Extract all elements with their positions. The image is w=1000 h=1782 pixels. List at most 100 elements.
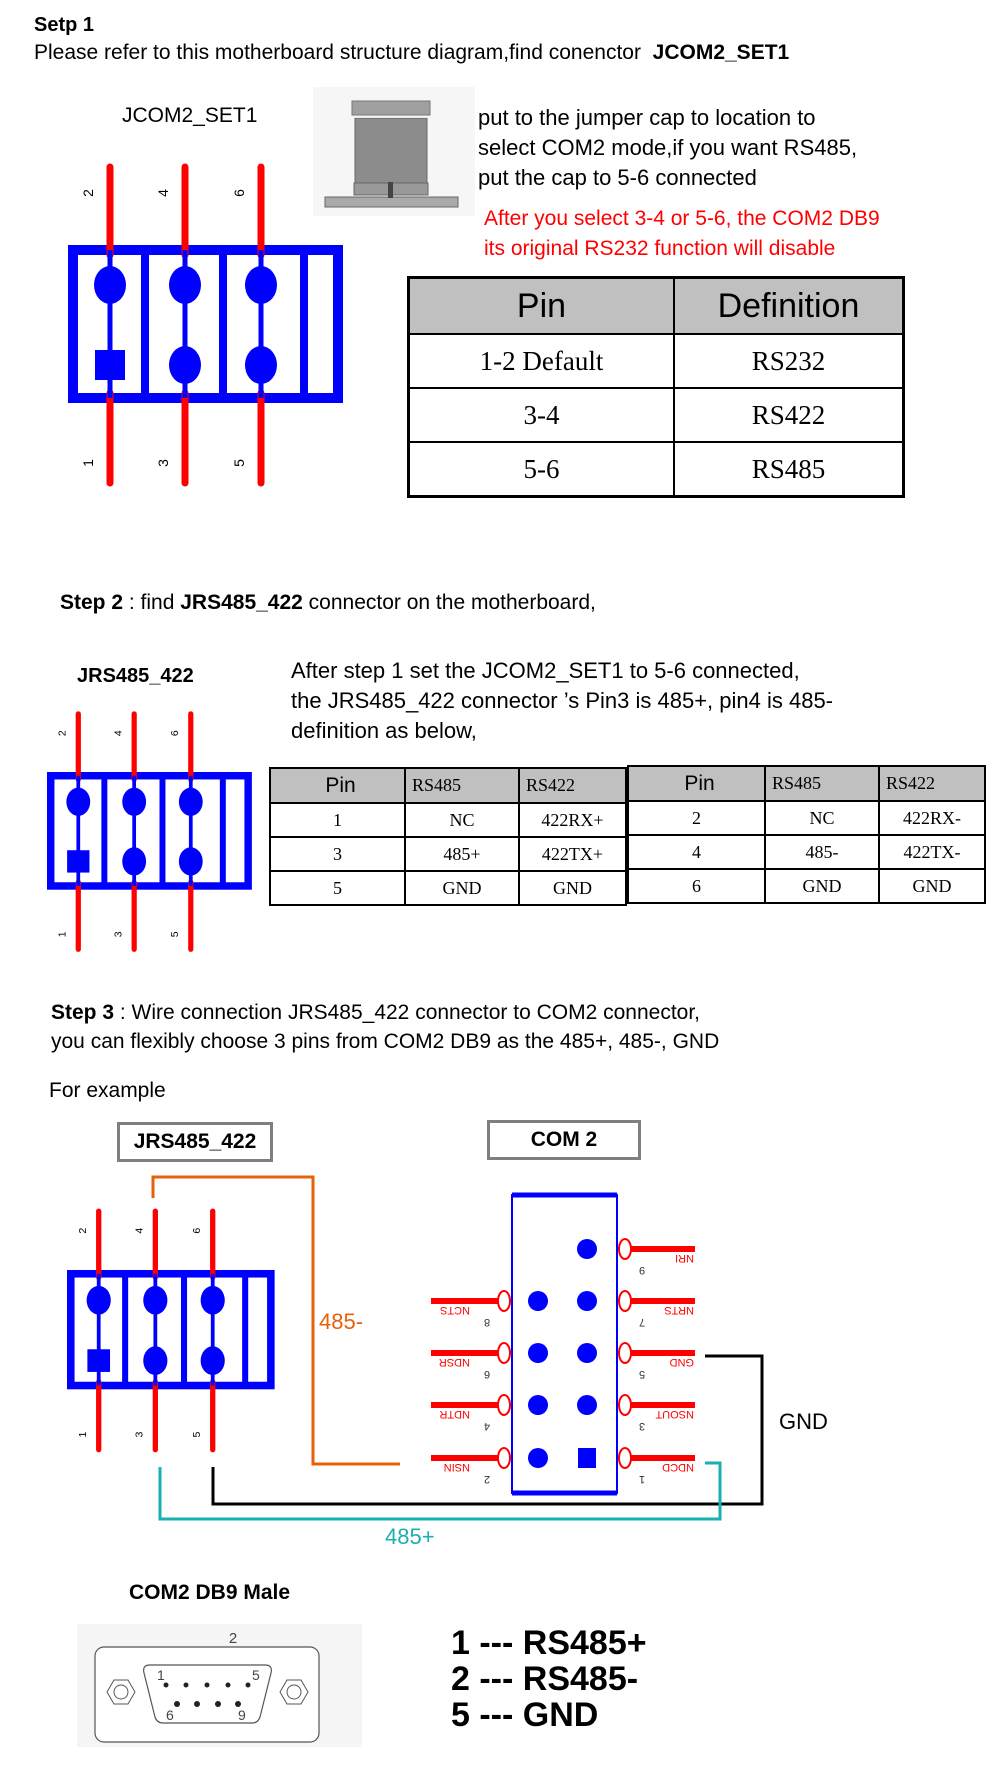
jumper-cap-image — [313, 87, 475, 216]
com2-pin-name: GND — [670, 1356, 695, 1368]
pin1-square-pad — [578, 1448, 596, 1468]
db9-title: COM2 DB9 Male — [129, 1581, 291, 1604]
pin-number-label: 5 — [191, 1432, 203, 1438]
pin-number-label: 4 — [134, 1228, 146, 1234]
com2-pin-ring — [618, 1238, 632, 1260]
table-cell: 422RX+ — [518, 802, 627, 838]
table-header-row: Pin Definition — [407, 276, 905, 335]
table-cell: 3-4 — [407, 387, 675, 443]
pin-number-label: 4 — [155, 189, 171, 197]
pin-number-label: 6 — [231, 189, 247, 197]
header-pin-dot — [577, 1291, 597, 1311]
pin1-square-pad — [67, 850, 90, 873]
for-example-label: For example — [49, 1079, 166, 1102]
step2-paragraph: After step 1 set the JCOM2_SET1 to 5-6 c… — [291, 656, 833, 746]
table-cell: 485+ — [404, 836, 520, 872]
paragraph-line: definition as below, — [291, 718, 477, 743]
header-pin-dot — [577, 1239, 597, 1259]
table-header-definition: Definition — [673, 276, 905, 335]
com2-pin-number: 6 — [484, 1368, 490, 1380]
table-cell: GND — [518, 870, 627, 906]
com2-pin-ring — [618, 1447, 632, 1469]
pin-number-label: 6 — [191, 1228, 203, 1234]
table-cell: 5-6 — [407, 441, 675, 498]
header-outline — [68, 245, 343, 403]
com2-pin-number: 7 — [639, 1316, 645, 1328]
com2-pin-ring — [618, 1394, 632, 1416]
step3-text: : Wire connection JRS485_422 connector t… — [114, 1001, 701, 1024]
pin-pad — [169, 266, 201, 304]
pin-number-label: 1 — [77, 1432, 89, 1438]
jumper-note-line: put the cap to 5-6 connected — [478, 165, 757, 190]
header-pin-dot — [577, 1395, 597, 1415]
table-cell: NC — [404, 802, 520, 838]
com2-pin-name: NSIN — [444, 1461, 470, 1473]
mapping-line: 2 --- RS485- — [451, 1660, 639, 1698]
db9-pin-dot — [215, 1701, 221, 1707]
com2-pin-number: 2 — [484, 1473, 490, 1485]
paragraph-line: After step 1 set the JCOM2_SET1 to 5-6 c… — [291, 658, 800, 683]
step2-connector-name: JRS485_422 — [180, 591, 303, 614]
db9-pin-dot — [235, 1701, 241, 1707]
com2-pin-name: NDSR — [439, 1356, 470, 1368]
table-cell: 6 — [627, 868, 766, 904]
pin1-square-pad — [87, 1349, 111, 1372]
pin-number-label: 4 — [114, 730, 125, 736]
table-header: RS485 — [764, 765, 880, 802]
pin-pad — [245, 346, 277, 384]
db9-pin-mapping: 1 --- RS485+ 2 --- RS485- 5 --- GND — [451, 1625, 647, 1733]
pin-pad — [169, 346, 201, 384]
wire-gnd-label: GND — [779, 1409, 828, 1434]
com2-pin-name: NDTR — [439, 1408, 470, 1420]
com2-pin-number: 9 — [639, 1264, 645, 1276]
pin-pad — [178, 787, 203, 816]
table-header: Pin — [627, 765, 766, 802]
db9-d-shell — [143, 1664, 272, 1724]
table-cell: GND — [878, 868, 986, 904]
table-header: RS422 — [878, 765, 986, 802]
db9-male-connector-image: 2 1 5 6 9 — [77, 1624, 362, 1747]
pin-pad — [245, 266, 277, 304]
pin-pad — [122, 847, 147, 876]
mapping-line: 1 --- RS485+ — [451, 1624, 647, 1662]
table-header: RS422 — [518, 767, 627, 804]
table-cell: 4 — [627, 834, 766, 870]
pin-pad — [86, 1285, 111, 1315]
com2-pin-ring — [497, 1447, 511, 1469]
table-cell: 422TX- — [878, 834, 986, 870]
pin-number-label: 2 — [80, 189, 96, 197]
wire-gnd — [211, 1354, 764, 1506]
com2-pin-ring — [497, 1290, 511, 1312]
wire-485-plus-label: 485+ — [385, 1524, 435, 1549]
com2-pin-ring — [497, 1394, 511, 1416]
com2-pin-number: 8 — [484, 1316, 490, 1328]
hex-nut-icon — [106, 1679, 136, 1705]
com2-pin-name: NSOUT — [655, 1408, 694, 1420]
com2-pin-ring — [497, 1342, 511, 1364]
header-pin-dot — [528, 1343, 548, 1363]
pin-number-label: 1 — [58, 931, 69, 937]
db9-pin-dot — [183, 1682, 189, 1688]
warning-line: its original RS232 function will disable — [484, 237, 836, 260]
db9-top-label: 2 — [229, 1630, 237, 1647]
header-pin-dot — [528, 1448, 548, 1468]
table-header: RS485 — [404, 767, 520, 804]
db9-pin-dot — [204, 1682, 210, 1688]
com2-pin-name: NDCD — [662, 1461, 694, 1473]
warning-line: After you select 3-4 or 5-6, the COM2 DB… — [484, 207, 880, 230]
table-header-pin: Pin — [407, 276, 675, 335]
paragraph-line: the JRS485_422 connector ’s Pin3 is 485+… — [291, 688, 834, 713]
db9-pin-label-5: 5 — [252, 1667, 260, 1683]
step1-title: Setp 1 — [34, 14, 95, 36]
table-cell: 3 — [269, 836, 406, 872]
pin-number-label: 2 — [77, 1228, 89, 1234]
pin-pad — [178, 847, 203, 876]
pin-pad — [143, 1346, 168, 1375]
